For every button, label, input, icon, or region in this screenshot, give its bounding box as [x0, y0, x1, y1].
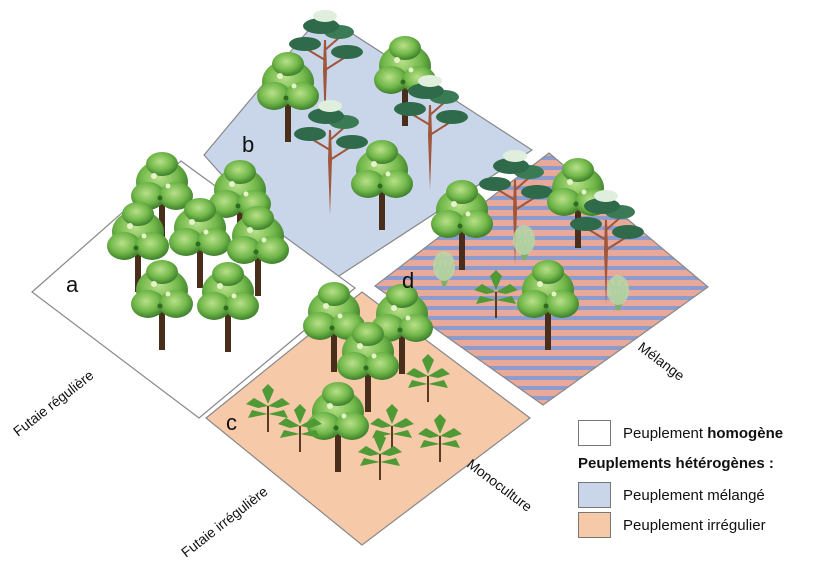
legend: Peuplement homogène Peuplements hétérogè…: [578, 418, 810, 540]
axis-label-monoculture: Monoculture: [464, 456, 535, 515]
legend-irregular-label: Peuplement irrégulier: [623, 516, 766, 534]
axis-label-futaie-reguliere: Futaie régulière: [10, 367, 97, 440]
legend-heterogeneous-heading: Peuplements hétérogènes :: [578, 455, 774, 472]
legend-item-irregular: Peuplement irrégulier: [578, 510, 810, 540]
legend-item-homogeneous: Peuplement homogène: [578, 418, 810, 448]
axis-label-melange: Mélange: [635, 339, 688, 384]
axis-label-futaie-irreguliere: Futaie irrégulière: [178, 483, 271, 560]
swatch-homogeneous: [578, 420, 611, 446]
plot-a-homogeneous: [31, 160, 356, 419]
swatch-irregular: [578, 512, 611, 538]
legend-item-mixed: Peuplement mélangé: [578, 480, 810, 510]
plot-label-c: c: [226, 410, 237, 435]
swatch-mixed: [578, 482, 611, 508]
plot-label-d: d: [402, 268, 414, 293]
plot-label-a: a: [66, 272, 79, 297]
legend-homogeneous-prefix: Peuplement: [623, 424, 708, 442]
plot-c-irregular: [205, 291, 531, 546]
legend-homogeneous-bold: homogène: [707, 424, 784, 442]
legend-mixed-label: Peuplement mélangé: [623, 486, 765, 504]
plot-label-b: b: [242, 132, 254, 157]
